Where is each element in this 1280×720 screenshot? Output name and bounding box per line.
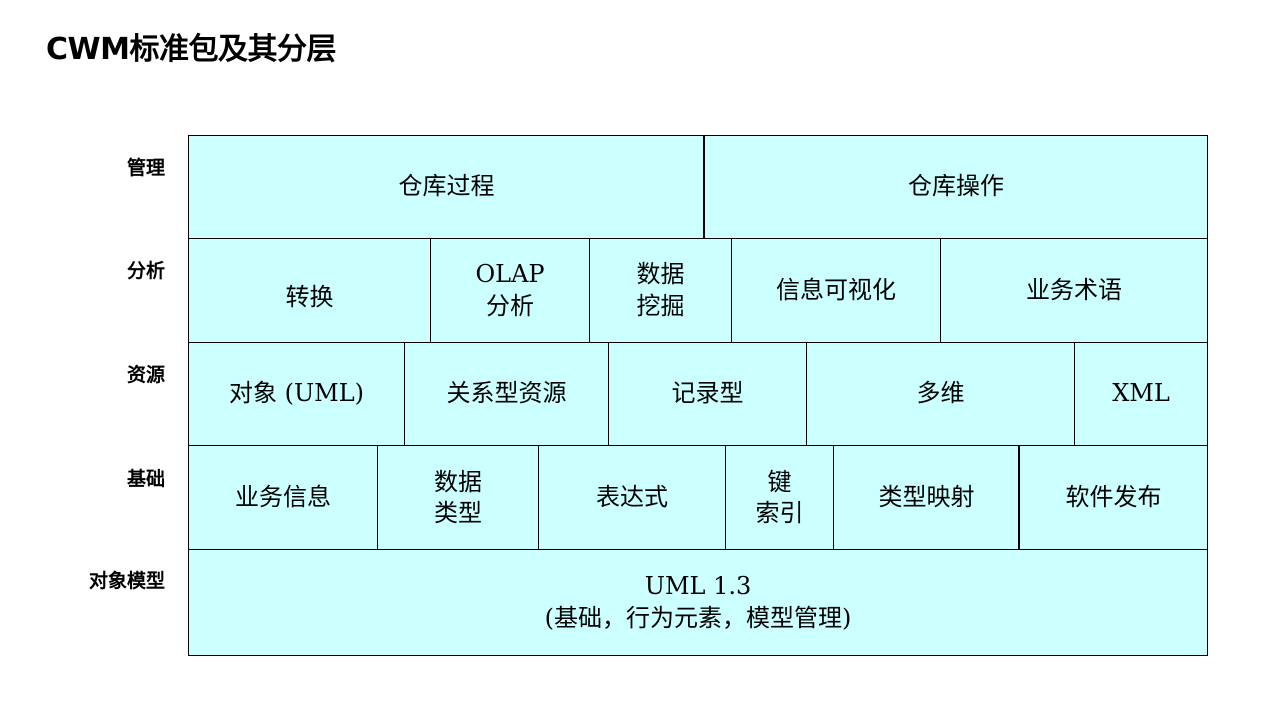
package-label-line2: (基础，行为元素，模型管理) [544,603,852,632]
slide-title: CWM标准包及其分层 [46,32,336,67]
package-expressions: 表达式 [538,445,726,551]
layer-label-foundation: 基础 [126,468,165,490]
package-label-line1: OLAP [475,260,545,289]
package-business-nomenclature: 业务术语 [940,238,1208,343]
package-type-mapping: 类型映射 [833,445,1020,551]
package-label-line2: 挖掘 [636,291,685,320]
package-label: 表达式 [596,483,668,512]
package-data-mining: 数据 挖掘 [589,238,732,343]
package-label: 仓库操作 [908,172,1004,201]
package-object-uml: 对象 (UML) [188,342,405,446]
package-label: 关系型资源 [446,379,567,408]
layer-label-object-model: 对象模型 [88,570,165,592]
package-label: 对象 (UML) [228,379,365,408]
package-label: 转换 [285,282,334,311]
package-data-types: 数据 类型 [377,445,539,551]
package-label-line2: 分析 [486,291,534,320]
layer-label-resources: 资源 [126,364,165,386]
package-xml: XML [1074,342,1208,446]
package-label-line2: 类型 [434,499,482,527]
package-warehouse-operation: 仓库操作 [703,135,1208,239]
package-info-visualization: 信息可视化 [731,238,941,343]
package-record: 记录型 [608,342,807,446]
package-multidimensional: 多维 [806,342,1075,446]
package-transformation: 转换 [188,238,431,343]
package-software-deployment: 软件发布 [1018,445,1208,550]
package-label: 记录型 [671,379,744,408]
package-uml: UML 1.3 (基础，行为元素，模型管理) [188,549,1208,656]
package-label-line1: 键 [767,467,792,496]
package-label-line2: 索引 [755,499,804,527]
layer-label-management: 管理 [126,157,165,179]
package-label-line1: UML 1.3 [644,572,752,601]
package-label: 仓库过程 [398,172,495,201]
package-warehouse-process: 仓库过程 [188,135,705,239]
package-relational: 关系型资源 [404,342,609,446]
package-keys-index: 键 索引 [725,445,834,551]
layer-label-analysis: 分析 [126,260,165,282]
package-label: 业务信息 [235,482,331,511]
package-label: 多维 [916,379,965,408]
package-business-information: 业务信息 [188,445,378,550]
package-label: 类型映射 [878,483,975,512]
package-label-line1: 数据 [636,260,685,289]
package-olap: OLAP 分析 [430,238,590,343]
package-label: XML [1112,379,1170,408]
package-label: 业务术语 [1026,275,1122,304]
package-label-line1: 数据 [434,467,482,496]
package-label: 信息可视化 [776,275,896,304]
package-label: 软件发布 [1065,482,1162,511]
